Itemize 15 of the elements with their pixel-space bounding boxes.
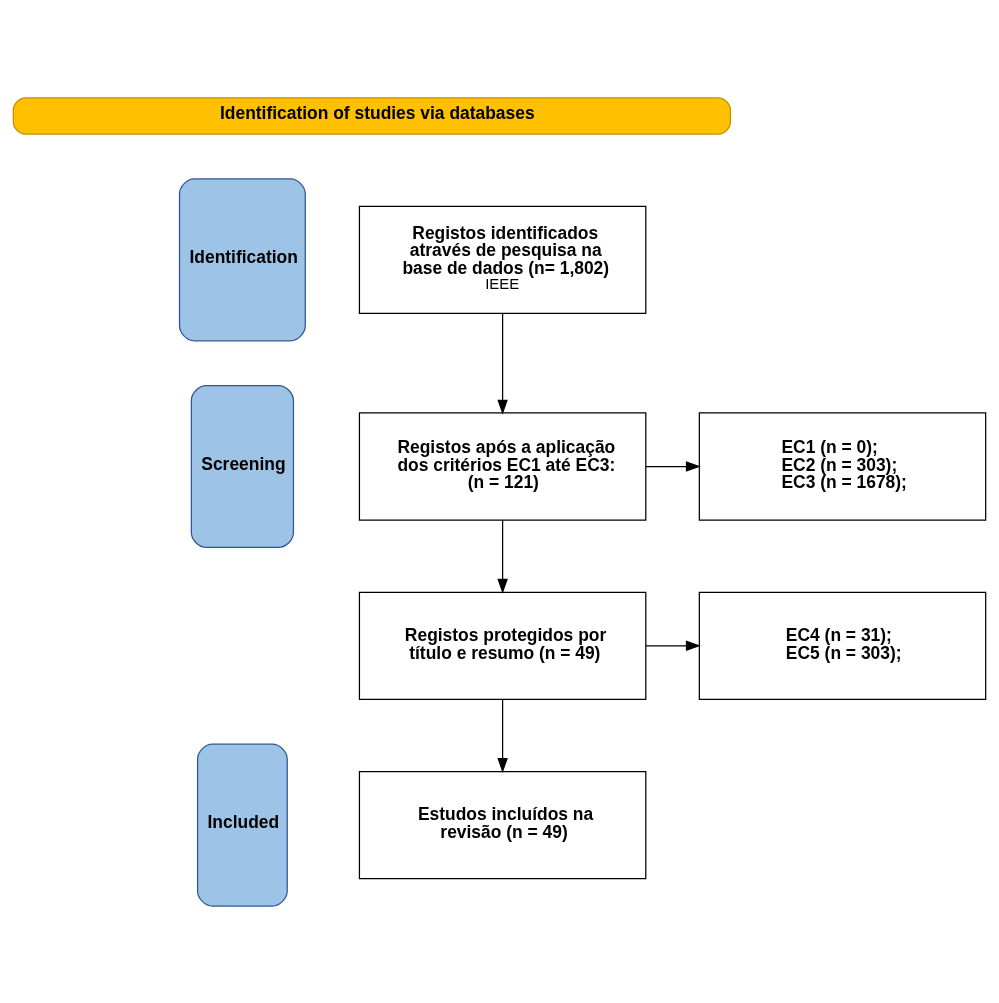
node-box: Included [196,743,288,907]
node-box: Registos identificados através de pesquisa na base de dados (n= 1,802) IEEE [358,205,647,314]
node-box: Identification [178,177,306,341]
node-box: Identification of studies via databases [12,96,732,135]
arrow [497,519,508,594]
node-box: Estudos incluídos na revisão (n = 49) [358,770,647,879]
node-box: Registos após a aplicação dos critérios EC1 até EC3: (n = 121) [358,411,647,521]
node-box: EC4 (n = 31); EC5 (n = 303); [698,591,987,700]
node-box: EC1 (n = 0); EC2 (n = 303); EC3 (n = 1678); [698,411,987,521]
arrow [497,698,508,773]
node-box: Screening [190,384,295,548]
arrow [497,312,508,415]
arrow [645,640,701,651]
arrow [645,460,701,472]
node-box: Registos protegidos por título e resumo (n = 49) [358,591,647,700]
